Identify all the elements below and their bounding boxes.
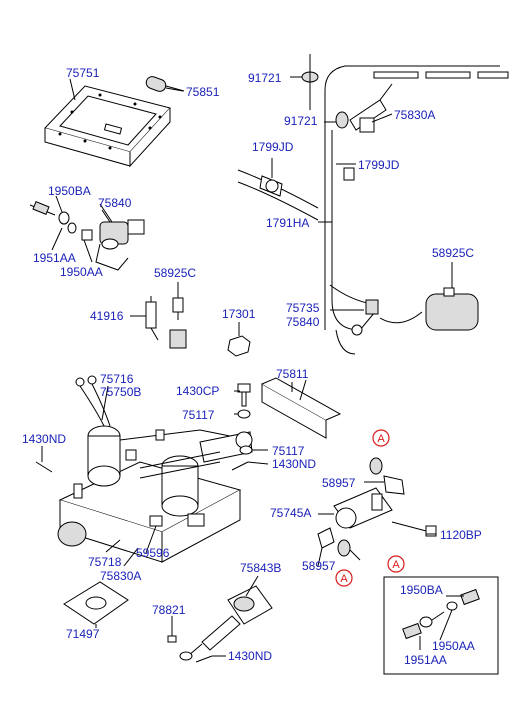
label-75851: 75851 bbox=[186, 85, 220, 99]
label-75830A-bot: 75830A bbox=[100, 569, 141, 583]
label-71497: 71497 bbox=[66, 627, 100, 641]
label-58925C-mid: 58925C bbox=[154, 266, 196, 280]
callout-a-1-text: A bbox=[377, 433, 385, 445]
callout-a-3: A bbox=[335, 569, 353, 587]
bolt-1430CP bbox=[237, 383, 251, 407]
leader-lines bbox=[41, 76, 464, 657]
washer-75117-a bbox=[237, 409, 251, 419]
connector-58957-a bbox=[369, 457, 405, 495]
label-1950BA-box: 1950BA bbox=[400, 583, 443, 597]
callout-a-3-text: A bbox=[340, 573, 348, 585]
detail-box-a bbox=[383, 576, 499, 675]
label-1430CP: 1430CP bbox=[176, 384, 219, 398]
harness-outline bbox=[324, 65, 509, 355]
label-91721-b: 91721 bbox=[284, 114, 318, 128]
label-58957-a: 58957 bbox=[322, 476, 356, 490]
clip-1799JD bbox=[237, 169, 319, 221]
washer-75117-b bbox=[239, 445, 253, 455]
actuator-75843B bbox=[179, 585, 273, 661]
label-1951AA-box: 1951AA bbox=[404, 653, 447, 667]
label-1430ND-c: 1430ND bbox=[228, 649, 272, 663]
sensor-41916 bbox=[130, 296, 187, 349]
label-75718: 75718 bbox=[88, 555, 122, 569]
pin-1430ND-b bbox=[231, 461, 249, 471]
valve-75840 bbox=[29, 201, 145, 271]
label-17301: 17301 bbox=[222, 307, 256, 321]
callout-a-2-text: A bbox=[392, 559, 400, 571]
label-75830A-top: 75830A bbox=[394, 108, 435, 122]
label-59596: 59596 bbox=[136, 546, 170, 560]
pin-1430ND-c bbox=[195, 655, 213, 663]
label-75750B: 75750B bbox=[100, 385, 141, 399]
pin-1430ND-a bbox=[35, 461, 53, 473]
part-labels: 75751 75851 1950BA 75840 1951AA 1950AA 5… bbox=[22, 66, 482, 667]
label-58957-b: 58957 bbox=[302, 559, 336, 573]
bolt-1120BP bbox=[391, 521, 437, 537]
label-91721-a: 91721 bbox=[248, 71, 282, 85]
pin-78821 bbox=[167, 626, 177, 643]
label-1950AA-box: 1950AA bbox=[432, 639, 475, 653]
grommet-75851 bbox=[145, 76, 184, 92]
label-41916: 41916 bbox=[90, 309, 124, 323]
label-1799JD-a: 1799JD bbox=[252, 140, 294, 154]
main-assembly bbox=[57, 375, 253, 563]
label-75117-a: 75117 bbox=[182, 408, 215, 422]
label-1120BP: 1120BP bbox=[440, 528, 482, 542]
label-1791HA: 1791HA bbox=[266, 216, 309, 230]
label-75840-right: 75840 bbox=[286, 315, 320, 329]
label-75843B: 75843B bbox=[240, 561, 281, 575]
connector-58957-b bbox=[317, 527, 361, 561]
label-75745A: 75745A bbox=[270, 506, 311, 520]
label-75117-b: 75117 bbox=[272, 444, 305, 458]
label-75840-top: 75840 bbox=[98, 196, 132, 210]
nut-17301 bbox=[227, 322, 251, 357]
label-1950AA-top: 1950AA bbox=[60, 265, 103, 279]
label-78821: 78821 bbox=[152, 603, 186, 617]
callout-a-2: A bbox=[387, 555, 405, 573]
label-75735: 75735 bbox=[286, 301, 320, 315]
label-1950BA-top: 1950BA bbox=[48, 184, 91, 198]
gasket-71497 bbox=[63, 581, 129, 625]
callout-a-1: A bbox=[372, 429, 390, 447]
label-1430ND-a: 1430ND bbox=[22, 432, 66, 446]
label-1799JD-b: 1799JD bbox=[358, 158, 400, 172]
bracket-75811 bbox=[261, 377, 342, 439]
tray-75751 bbox=[44, 85, 171, 168]
label-75716: 75716 bbox=[100, 372, 134, 386]
label-75811: 75811 bbox=[276, 367, 309, 381]
grommet-91721 bbox=[301, 54, 393, 133]
label-58925C-right: 58925C bbox=[432, 246, 474, 260]
label-75751: 75751 bbox=[66, 66, 100, 80]
label-1430ND-b: 1430ND bbox=[272, 457, 316, 471]
label-1951AA-top: 1951AA bbox=[33, 251, 76, 265]
valve-75745A bbox=[333, 487, 393, 529]
